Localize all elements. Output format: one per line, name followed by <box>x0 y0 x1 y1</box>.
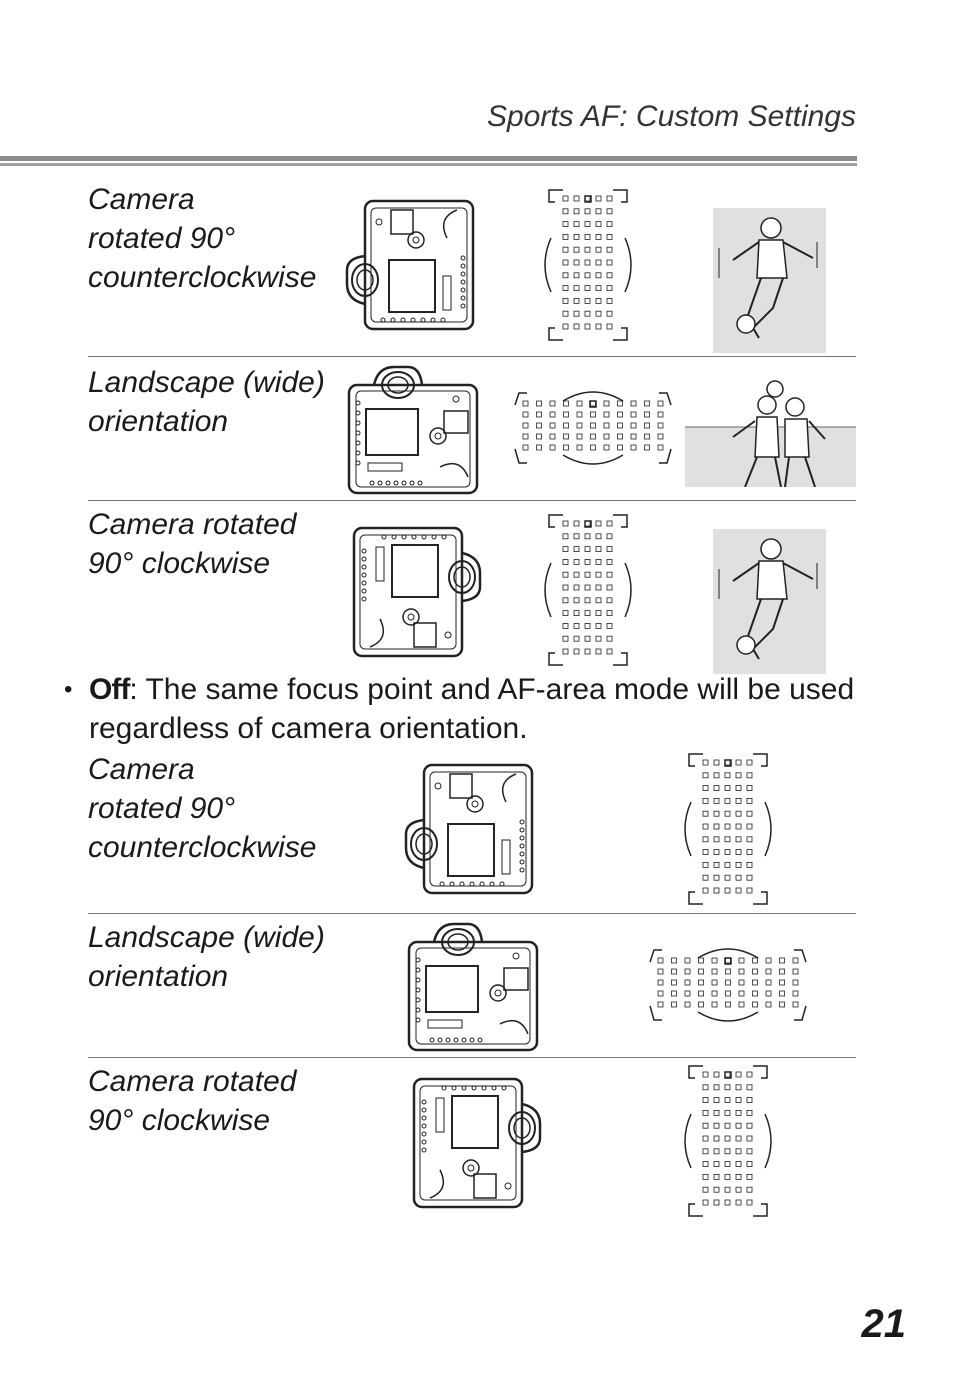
bullet-term: Off <box>89 673 130 706</box>
orientation-label: Camera rotated 90° counterclockwise <box>88 753 317 864</box>
af-points-horizontal-illustration <box>649 948 807 1022</box>
af-points-vertical-illustration <box>684 1065 772 1217</box>
row-on-landscape: Landscape (wide) orientation <box>88 356 856 501</box>
camera-back-rotated-ccw-illustration <box>404 763 534 895</box>
af-points-vertical-illustration <box>544 514 632 666</box>
orientation-label: Landscape (wide) orientation <box>88 921 325 993</box>
soccer-player-illustration <box>713 529 826 674</box>
header-rule-thin <box>0 163 857 166</box>
row-off-counterclockwise: Camera rotated 90° counterclockwise <box>88 750 856 913</box>
orientation-label: Camera rotated 90° clockwise <box>88 1065 297 1137</box>
header-rule <box>0 156 857 161</box>
soccer-player-illustration <box>713 208 826 353</box>
row-on-counterclockwise: Camera rotated 90° counterclockwise <box>88 180 856 356</box>
soccer-header-illustration <box>685 380 856 487</box>
camera-back-landscape-illustration <box>407 922 539 1052</box>
bullet-description: : The same focus point and AF-area mode … <box>89 673 855 745</box>
orientation-label: Camera rotated 90° counterclockwise <box>88 183 317 294</box>
af-points-vertical-illustration <box>544 189 632 341</box>
orientation-label: Camera rotated 90° clockwise <box>88 508 297 580</box>
header-title: Sports AF: Custom Settings <box>486 100 856 133</box>
camera-back-rotated-cw-illustration <box>352 526 482 658</box>
af-points-vertical-illustration <box>684 753 772 905</box>
camera-back-rotated-ccw-illustration <box>345 199 475 331</box>
orientation-label: Landscape (wide) orientation <box>88 366 325 438</box>
camera-back-landscape-illustration <box>347 365 479 495</box>
bullet-marker: • <box>64 676 73 703</box>
row-off-landscape: Landscape (wide) orientation <box>88 913 856 1058</box>
row-on-clockwise: Camera rotated 90° clockwise <box>88 500 856 674</box>
bullet-text: Off: The same focus point and AF-area mo… <box>89 670 864 748</box>
af-points-horizontal-illustration <box>514 391 672 465</box>
camera-back-rotated-cw-illustration <box>412 1077 542 1209</box>
page-number: 21 <box>861 1302 907 1346</box>
row-off-clockwise: Camera rotated 90° clockwise <box>88 1057 856 1218</box>
